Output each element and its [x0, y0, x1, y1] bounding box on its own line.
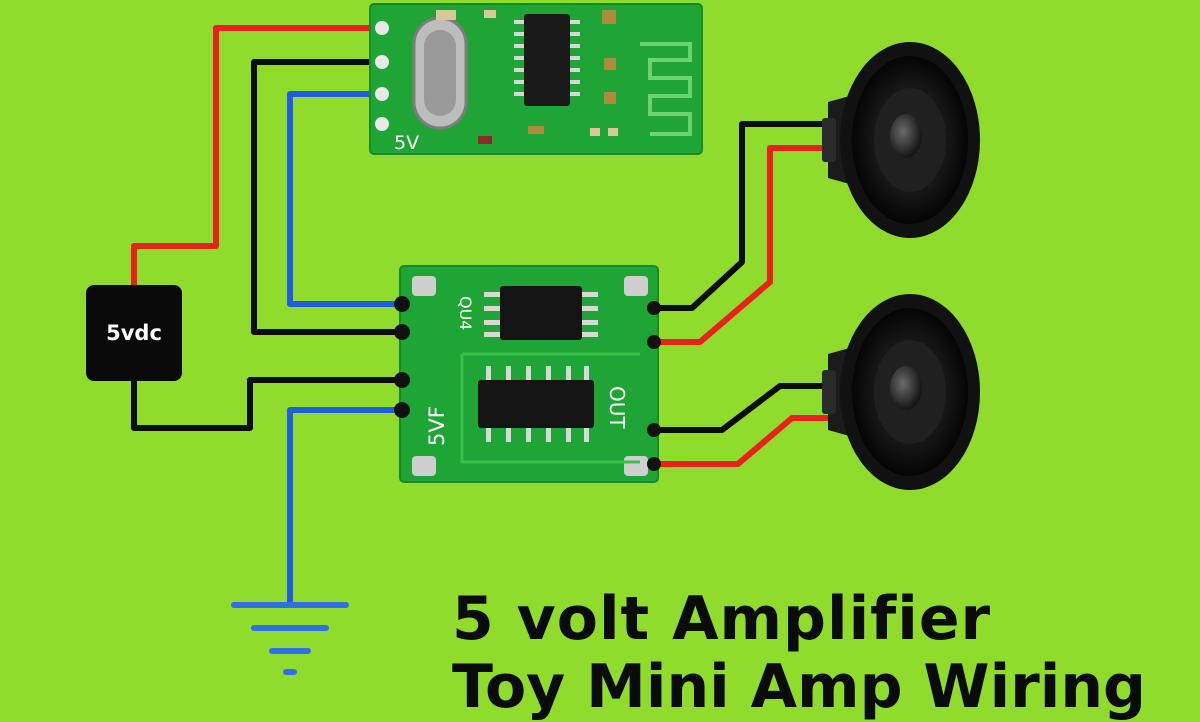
amp-out-1: [647, 301, 661, 315]
wire-black-speaker1: [647, 121, 833, 311]
amp-pin-5v: [394, 402, 410, 418]
amp-out-label: OUT: [605, 386, 629, 429]
bt-pin-4: [375, 117, 389, 131]
amp-top-label: QU4: [456, 296, 475, 330]
amp-pin-gnd-2: [394, 372, 410, 388]
power-source-box: 5vdc: [86, 285, 182, 381]
wire-black-speaker2: [647, 383, 833, 433]
wire-red-speaker1: [647, 145, 833, 345]
bt-pin-2: [375, 55, 389, 69]
wires: [131, 25, 833, 607]
amp-out-3: [647, 423, 661, 437]
wire-black-bt: [251, 59, 403, 335]
amp-out-4: [647, 457, 661, 471]
wiring-diagram: 5vdc: [86, 3, 980, 675]
bluetooth-module: 5V: [369, 3, 703, 155]
amp-pin-signal: [394, 296, 410, 312]
bt-module-label: 5V: [394, 132, 419, 154]
wire-red-speaker2: [647, 415, 833, 467]
wire-black-power: [131, 377, 403, 431]
bt-pin-3: [375, 87, 389, 101]
page-title: 5 volt Amplifier: [452, 584, 992, 654]
speaker-icon: [822, 42, 980, 238]
speaker-icon: [822, 294, 980, 490]
page-subtitle-partial: Toy Mini Amp Wiring: [452, 652, 1146, 722]
amp-out-2: [647, 335, 661, 349]
wire-blue-ground: [287, 407, 403, 607]
amp-side-label: 5VF: [425, 406, 449, 446]
wire-blue-signal: [287, 91, 403, 307]
power-box-label: 5vdc: [106, 321, 162, 345]
amp-pin-gnd-1: [394, 324, 410, 340]
bt-pin-1: [375, 21, 389, 35]
ground-symbol-icon: [231, 602, 349, 675]
wire-red-power: [131, 25, 383, 288]
amplifier-module: QU4 5VF OUT: [394, 265, 661, 483]
